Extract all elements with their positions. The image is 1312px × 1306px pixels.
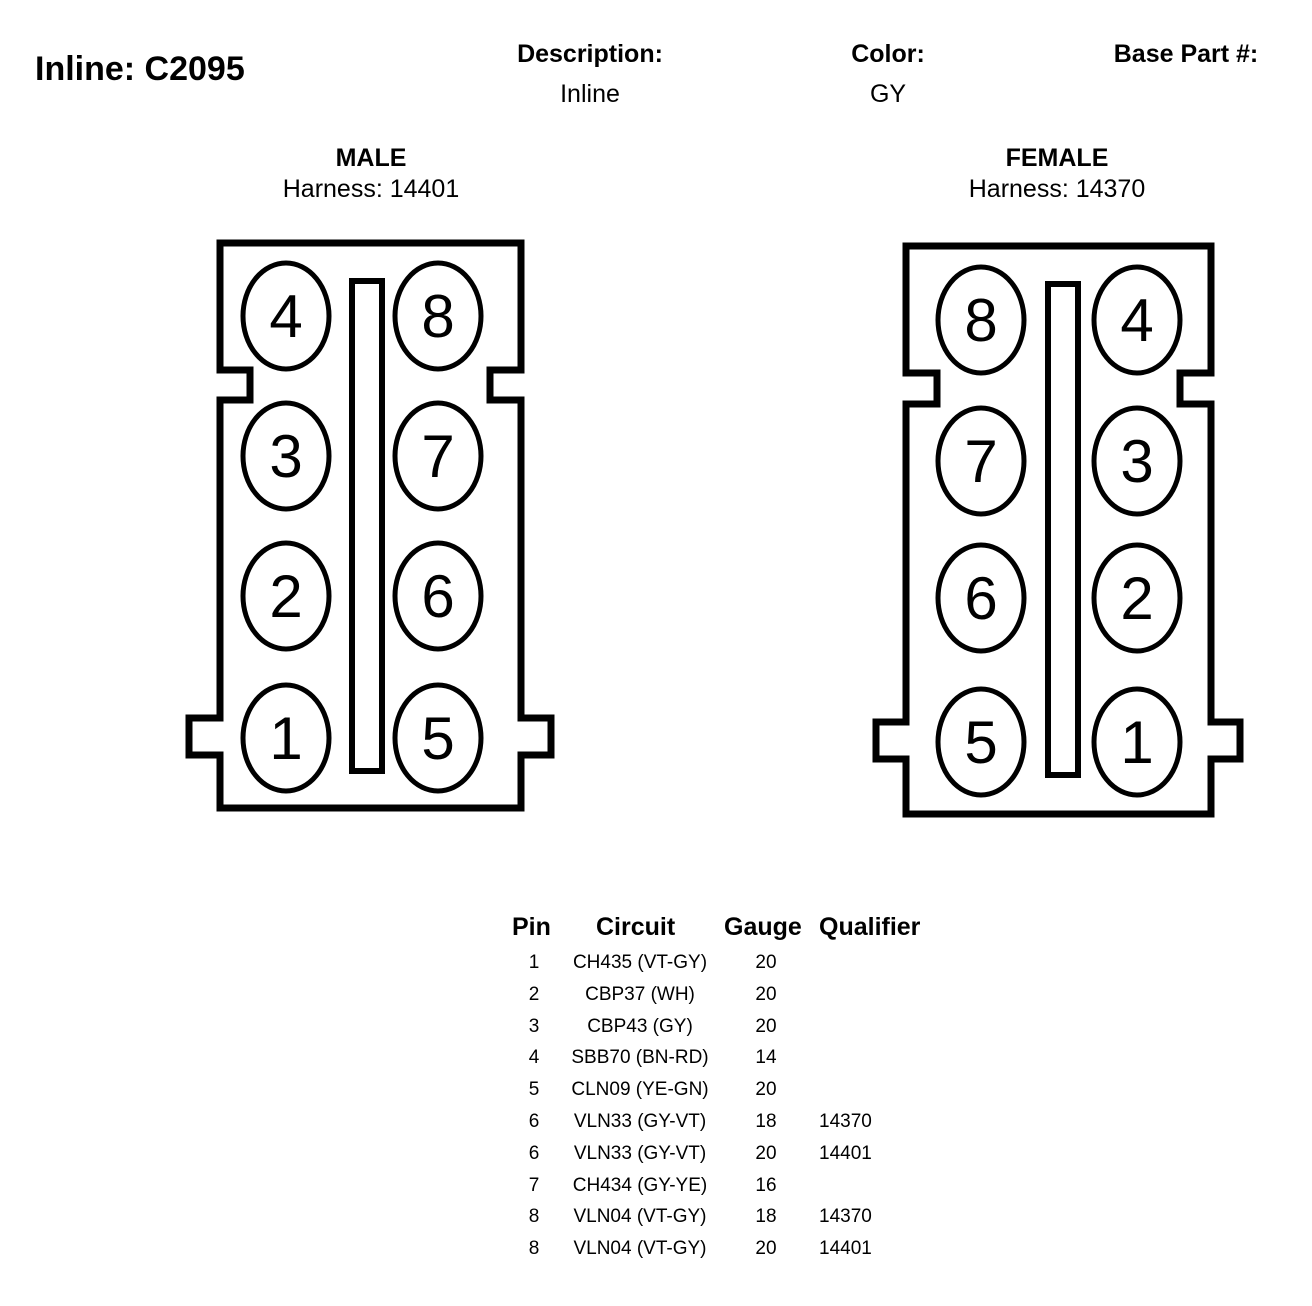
header-gauge: Gauge [724,913,802,941]
connector-title: Inline: C2095 [35,50,245,88]
female-pin-label: 8 [964,287,997,354]
female-pin-label: 7 [964,428,997,495]
gauge-cell: 20 [755,1079,777,1100]
description-value: Inline [560,80,620,108]
gauge-cell: 14 [755,1047,777,1068]
pin-cell: 8 [528,1206,540,1227]
circuit-cell: VLN33 (GY-VT) [573,1111,707,1132]
header-qualifier: Qualifier [819,913,921,941]
pin-cell: 8 [528,1238,540,1259]
qualifier-cell: 14370 [819,1206,872,1227]
male-pin-label: 2 [269,563,302,630]
circuit-cell: CH434 (GY-YE) [572,1175,708,1196]
female-label: FEMALE [1005,144,1109,172]
base-part-label: Base Part #: [1113,40,1259,68]
gauge-cell: 20 [755,1238,777,1259]
gauge-cell: 20 [755,984,777,1005]
gauge-cell: 16 [755,1175,777,1196]
female-pin-label: 2 [1120,565,1153,632]
pin-cell: 6 [528,1111,540,1132]
gauge-cell: 20 [755,952,777,973]
circuit-cell: CBP37 (WH) [585,984,695,1005]
female-pin-label: 1 [1120,709,1153,776]
header-circuit: Circuit [596,913,676,941]
pin-cell: 7 [528,1175,540,1196]
description-label: Description: [517,40,663,68]
color-value: GY [869,80,907,108]
female-pin-label: 3 [1120,428,1153,495]
qualifier-cell: 14401 [819,1143,872,1164]
qualifier-cell: 14370 [819,1111,872,1132]
circuit-cell: VLN04 (VT-GY) [573,1238,707,1259]
color-label: Color: [851,40,925,68]
male-pin-label: 3 [269,423,302,490]
female-pin-label: 4 [1120,287,1153,354]
pin-cell: 3 [528,1016,540,1037]
pin-cell: 2 [528,984,540,1005]
male-harness: Harness: 14401 [282,175,460,203]
female-pin-label: 6 [964,565,997,632]
circuit-cell: CH435 (VT-GY) [572,952,708,973]
pin-cell: 6 [528,1143,540,1164]
male-label: MALE [335,144,407,172]
circuit-cell: VLN33 (GY-VT) [573,1143,707,1164]
male-pin-label: 5 [421,705,454,772]
male-pin-label: 4 [269,283,302,350]
gauge-cell: 18 [755,1206,777,1227]
qualifier-cell: 14401 [819,1238,872,1259]
circuit-cell: SBB70 (BN-RD) [571,1047,709,1068]
male-pin-label: 8 [421,283,454,350]
circuit-cell: CLN09 (YE-GN) [571,1079,709,1100]
pin-cell: 5 [528,1079,540,1100]
circuit-cell: CBP43 (GY) [587,1016,693,1037]
pin-cell: 4 [528,1047,540,1068]
pin-cell: 1 [528,952,540,973]
header-pin: Pin [512,913,551,941]
gauge-cell: 20 [755,1143,777,1164]
female-harness: Harness: 14370 [968,175,1146,203]
male-pin-label: 6 [421,563,454,630]
gauge-cell: 18 [755,1111,777,1132]
gauge-cell: 20 [755,1016,777,1037]
male-pin-label: 7 [421,423,454,490]
circuit-cell: VLN04 (VT-GY) [573,1206,707,1227]
male-pin-label: 1 [269,705,302,772]
female-pin-label: 5 [964,709,997,776]
